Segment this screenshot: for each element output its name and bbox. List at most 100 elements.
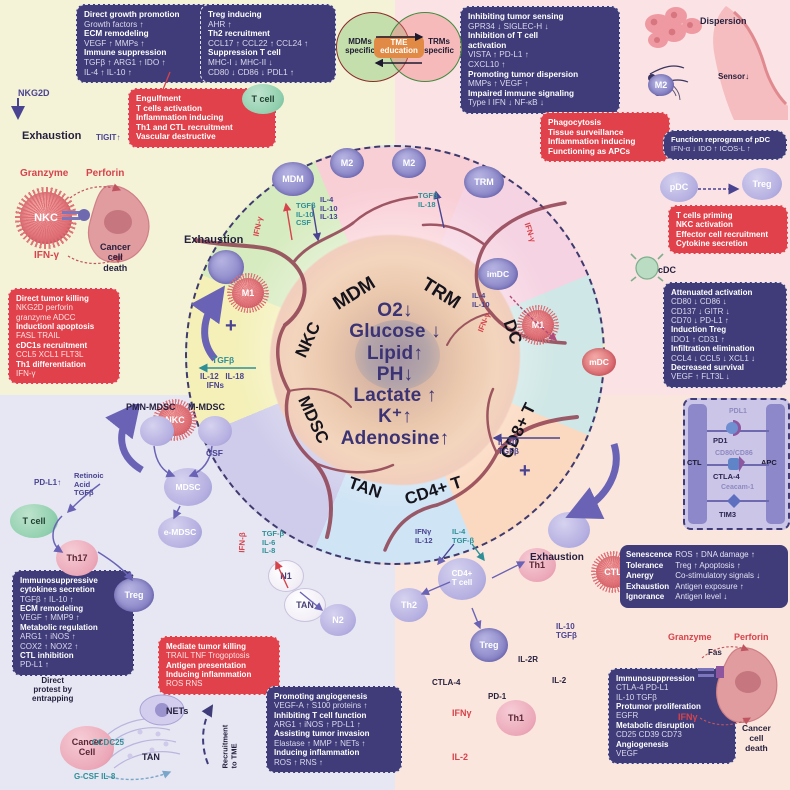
box-line-heading: Cytokine secretion [676,239,748,249]
arrow-ctl-to-exhaustion [565,442,620,519]
box-line-text: ROS RNS [166,679,203,689]
box-pdc-reprogram: Function reprogram of pDC IFN-α ↓ IDO ↑ … [663,130,787,160]
label-exhaustion-nk: Exhaustion [22,130,82,142]
box-line-heading: Phagocytosis [548,118,602,127]
box-line-text: VEGF [616,748,638,758]
box-line-heading: Th1 and CTL recruitment [136,122,233,132]
box-line-text: CCL17 ↑ CCL22 ↑ CCL24 ↑ [208,38,309,48]
label-ctla4-cd4: CTLA-4 [432,678,461,687]
cell-m2-vessel: M2 [648,74,674,96]
box-line-text: VEGF ↑ MMP9 ↑ [20,613,80,623]
box-line-heading: Engulfment [136,94,182,103]
core-item-5: K⁺↑ [378,406,412,428]
label-il2r: IL-2R [518,655,538,664]
arrows-treg-induction [52,483,133,582]
box-line-heading: Vascular destructive [136,132,216,142]
arrows-mdsc-differentiation [153,445,213,520]
table-row: Anergy Co-stimulatory signals ↓ [626,571,763,582]
cell-m2-mdm: M2 [330,148,364,178]
box-line-heading: Inducing inflammation [166,670,252,680]
box-line-text: IL-10 TGFβ [616,692,657,702]
box-cdc-normal-function: T cells priming NKC activation Effector … [668,205,788,255]
tme-core-metabolite-list: O2↓ Glucose ↓ Lipid↑ PH↓ Lactate ↑ K⁺↑ A… [280,300,510,449]
cell-t-cell: T cell [242,84,284,114]
cell-m1-mdm: M1 [227,273,269,313]
box-line-heading: Inflammation inducing [548,137,636,147]
box-line-text: CCL5 XCL1 FLT3L [16,350,84,360]
box-line-text: TGFβ ↑ IL-10 ↑ [20,594,74,604]
dysfunction-value: Antigen level ↓ [675,592,728,602]
core-item-3: PH↓ [376,363,414,385]
box-line-heading: Decreased survival [671,362,744,372]
art-nets-entrapment [103,694,185,781]
core-item-6: Adenosine↑ [340,427,450,449]
cell-n1: N1 [268,560,304,592]
box-line-text: CD137 ↓ GITR ↓ [671,306,730,316]
box-line-text: EGFR [616,711,639,721]
box-mdm-pro-tumor: Direct growth promotion Growth factors ↑… [76,4,212,84]
box-line-text: CD25 CD39 CD73 [616,730,682,740]
label-ifng-ctl-th1: IFNγ [452,708,472,718]
cell-mdc: mDC [582,348,616,376]
dysfunction-key: Anergy [626,571,654,581]
label-sensor: Sensor↓ [718,72,750,81]
box-trm-suppression: Inhibiting tumor sensing GPR34 ↓ SIGLEC-… [460,6,620,114]
label-perforin: Perforin [86,168,125,179]
box-line-heading: Treg inducing [208,10,262,19]
box-line-text: Growth factors ↑ [84,19,144,29]
box-treg-immunosuppression: Immunosuppression CTLA-4 PD-L1 IL-10 TGF… [608,668,736,765]
box-line-text: MMPs ↑ VEGF ↑ [468,79,529,89]
label-dispersion: Dispersion [700,16,747,26]
checkpoint-receptor-panel: CTL APC PDL1 PD1 CD80/CD86 CTLA-4 Ceacam… [683,398,790,530]
cell-cd4-t-cell: CD4+T cell [438,558,486,600]
arrows-cd4-differentiation [420,543,526,630]
venn-bidirectional-arrows [374,32,424,68]
arrow-dc-maturation [509,295,558,341]
dysfunction-value: Antigen exposure ↑ [675,581,744,591]
label-ccdc25: CCDC25 [92,738,125,747]
box-line-heading: NKC activation [676,220,733,230]
label-il2-ctl-th1: IL-2 [452,752,469,762]
box-line-text: IFN-γ [16,368,36,378]
box-nkc-direct-killing: Direct tumor killing NKG2D perforin gran… [8,288,120,385]
label-tgfb-nkc: TGFβ [212,355,235,365]
box-line-heading: CTL inhibition [20,650,74,660]
icon-ctl-fas-synapse [698,666,724,678]
arrow-recruitment-to-tme [201,704,214,765]
box-line-heading: Impaired immune signaling [468,88,575,98]
label-exhaustion-cd8: Exhaustion [530,552,584,563]
box-line-heading: Th1 differentiation [16,359,86,369]
label-pd1: PD1 [713,436,728,445]
box-line-text: IDO1 ↑ CD31 ↑ [671,334,725,344]
label-cdc: cDC [658,265,677,275]
label-m-mdsc: M-MDSC [188,402,225,412]
cell-m2-trm: M2 [392,148,426,178]
box-line-text: ARG1 ↑ iNOS ↑ [20,632,76,642]
t-cell-dysfunction-table: Senescence ROS ↑ DNA damage ↑ Tolerance … [620,545,788,608]
label-nkg2d: NKG2D [18,88,50,98]
box-line-heading: T cells activation [136,103,202,113]
core-item-0: O2↓ [377,300,413,321]
box-line-heading: Angiogenesis [616,739,669,749]
box-line-heading: Direct growth promotion [84,10,180,19]
box-tan-n2-protumor: Promoting angiogenesis VEGF-A ↑ S100 pro… [266,686,402,773]
box-line-heading: T cells priming [676,211,733,220]
box-mdsc-suppression: Immunosuppressive cytokines secretion TG… [12,570,134,676]
box-line-heading: Inhibition of T cell [468,31,539,41]
cell-m-mdsc [198,416,232,446]
icon-nk-receptor-synapse [62,209,90,221]
box-line-heading: Metabolic regulation [20,622,98,632]
box-line-text: NKG2D perforin [16,303,73,313]
dysfunction-key: Senescence [626,550,673,559]
box-line-text: FASL TRAIL [16,331,61,341]
arrow-mdsc-expansion [105,404,144,474]
box-line-text: VEGF-A ↑ S100 proteins ↑ [274,701,368,711]
